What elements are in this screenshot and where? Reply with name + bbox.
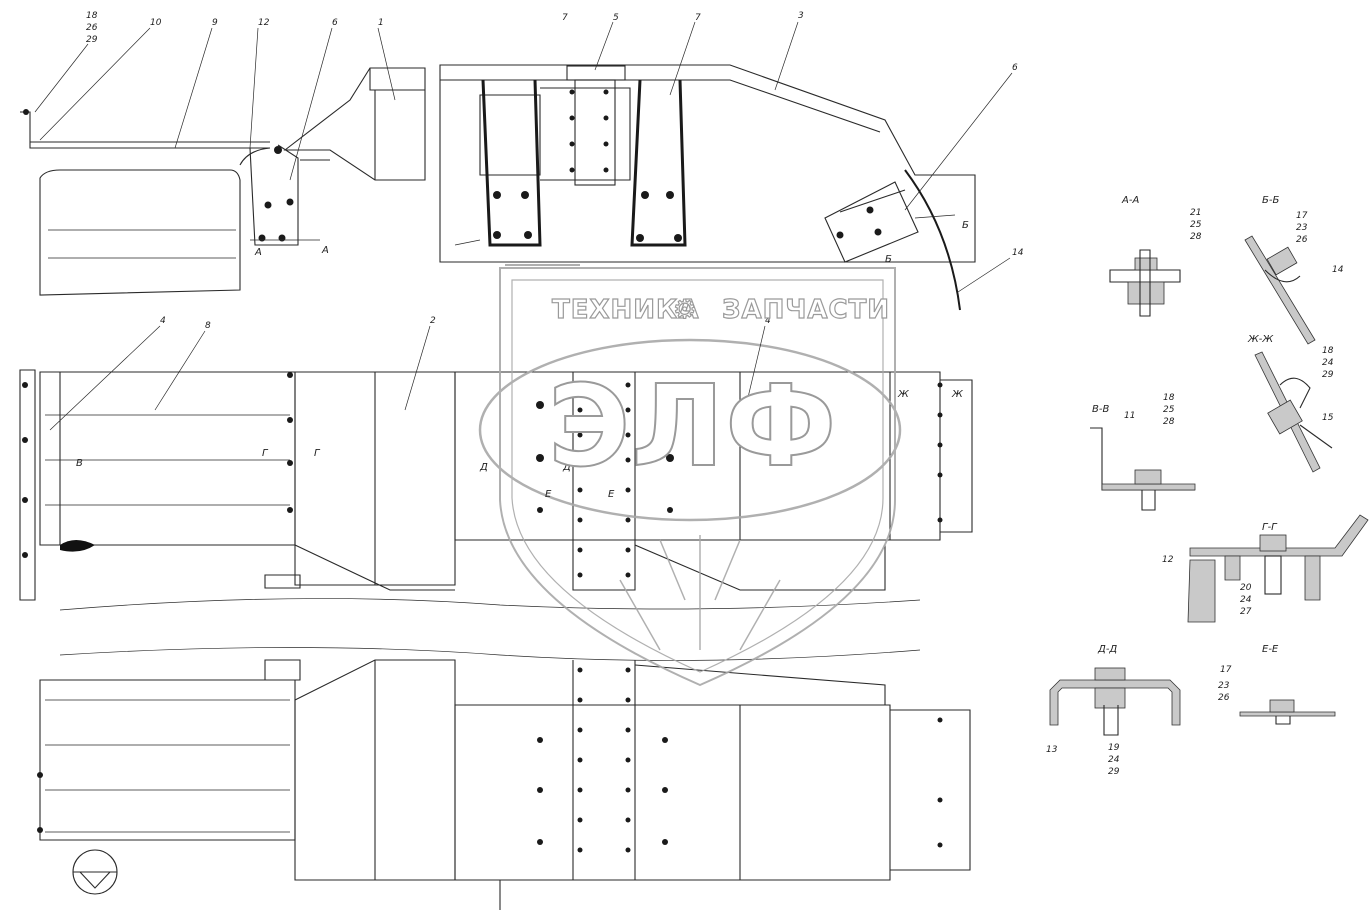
- plan-view-bottom: [37, 647, 971, 910]
- callout-7-left: 7: [562, 13, 568, 23]
- cut-mark-d1: Д: [479, 462, 488, 473]
- section-gg-label-1: 12: [1162, 555, 1174, 565]
- cut-mark-e2: Е: [608, 489, 615, 500]
- callout-29: 29: [86, 35, 98, 45]
- side-elevation-view: [20, 64, 976, 311]
- section-dd: [1049, 667, 1181, 736]
- callout-4-left: 4: [160, 316, 166, 326]
- section-bb-label-3: 26: [1296, 235, 1308, 245]
- leader-lines: [34, 21, 1013, 431]
- cut-mark-g1: Г: [262, 448, 269, 459]
- section-zhzh-title: Ж-Ж: [1247, 334, 1274, 345]
- watermark-word-left: ТЕХНИКА: [552, 295, 699, 325]
- watermark-word-right: ЗАПЧАСТИ: [722, 295, 890, 325]
- section-dd-label-3: 24: [1108, 755, 1120, 765]
- callout-4-right: 4: [765, 316, 771, 326]
- section-aa-label-1: 21: [1190, 208, 1201, 218]
- cut-mark-d2: Д: [562, 462, 571, 473]
- callout-7-right: 7: [695, 13, 701, 23]
- callout-8: 8: [205, 321, 211, 331]
- cut-mark-zh1: Ж: [897, 389, 910, 400]
- section-aa-label-2: 25: [1190, 220, 1202, 230]
- section-gg-label-2: 20: [1240, 583, 1252, 593]
- section-vv-label-4: 28: [1163, 417, 1175, 427]
- section-zhzh-label-2: 24: [1322, 358, 1334, 368]
- cut-mark-v: В: [76, 458, 83, 469]
- callout-9: 9: [212, 18, 218, 28]
- section-gg: [1187, 514, 1369, 623]
- section-vv-title: В-В: [1092, 404, 1109, 415]
- section-bb-label-2: 23: [1296, 223, 1308, 233]
- section-aa-title: А-А: [1121, 195, 1139, 206]
- section-bb-label-4: 14: [1332, 265, 1344, 275]
- section-vv-label-1: 11: [1124, 411, 1135, 421]
- callout-18: 18: [86, 11, 98, 21]
- callout-6-left: 6: [332, 18, 338, 28]
- callout-5: 5: [613, 13, 619, 23]
- section-vv: [1090, 427, 1196, 511]
- callout-26: 26: [86, 23, 98, 33]
- cut-mark-a2: А: [321, 245, 329, 256]
- section-dd-title: Д-Д: [1097, 644, 1117, 655]
- cut-mark-b1: Б: [962, 220, 969, 231]
- section-dd-label-2: 19: [1108, 743, 1120, 753]
- section-zhzh: [1254, 351, 1333, 473]
- section-ee-label-2: 23: [1218, 681, 1230, 691]
- section-bb-label-1: 17: [1296, 211, 1308, 221]
- section-vv-label-3: 25: [1163, 405, 1175, 415]
- section-aa-label-3: 28: [1190, 232, 1202, 242]
- section-ee: [1239, 699, 1336, 725]
- section-labels: А-А 21 25 28 Б-Б 17 23 26 14 Ж-Ж 18 24 2…: [1046, 195, 1344, 777]
- section-bb: [1244, 235, 1316, 345]
- section-zhzh-label-1: 18: [1322, 346, 1334, 356]
- plan-view-top: [19, 369, 973, 611]
- callout-labels: 18 26 29 10 9 12 6 1 7 5 7 3 6 14 4 8 2 …: [86, 11, 1024, 331]
- callout-14: 14: [1012, 248, 1024, 258]
- section-zhzh-label-4: 15: [1322, 413, 1334, 423]
- cut-mark-a1: А: [254, 247, 262, 258]
- cut-mark-zh2: Ж: [951, 389, 964, 400]
- section-ee-title: Е-Е: [1262, 644, 1279, 655]
- cut-mark-b2: Б: [885, 254, 892, 265]
- section-gg-label-4: 27: [1240, 607, 1252, 617]
- section-gg-title: Г-Г: [1262, 522, 1278, 533]
- callout-6-right: 6: [1012, 63, 1018, 73]
- cut-mark-g2: Г: [314, 448, 321, 459]
- section-bb-title: Б-Б: [1262, 195, 1279, 206]
- section-aa: [1109, 249, 1181, 317]
- watermark: [478, 267, 902, 687]
- callout-2: 2: [430, 316, 436, 326]
- section-zhzh-label-3: 29: [1322, 370, 1334, 380]
- watermark-logo: ЭЛФ: [548, 362, 837, 492]
- callout-10: 10: [150, 18, 162, 28]
- section-gg-label-3: 24: [1240, 595, 1252, 605]
- section-dd-label-4: 29: [1108, 767, 1120, 777]
- section-vv-label-2: 18: [1163, 393, 1175, 403]
- callout-3: 3: [798, 11, 804, 21]
- section-dd-label-1: 13: [1046, 745, 1058, 755]
- callout-1: 1: [378, 18, 384, 28]
- section-ee-label-1: 17: [1220, 665, 1232, 675]
- section-ee-label-3: 26: [1218, 693, 1230, 703]
- cut-mark-e1: Е: [545, 489, 552, 500]
- callout-12: 12: [258, 18, 270, 28]
- gear-icon: ⚙: [673, 295, 697, 325]
- cut-mark-labels: А А Б Б В Г Г Д Д Е Е Ж Ж: [76, 220, 969, 500]
- watermark-text: ТЕХНИКА ⚙ ЗАПЧАСТИ ЭЛФ: [547, 294, 890, 493]
